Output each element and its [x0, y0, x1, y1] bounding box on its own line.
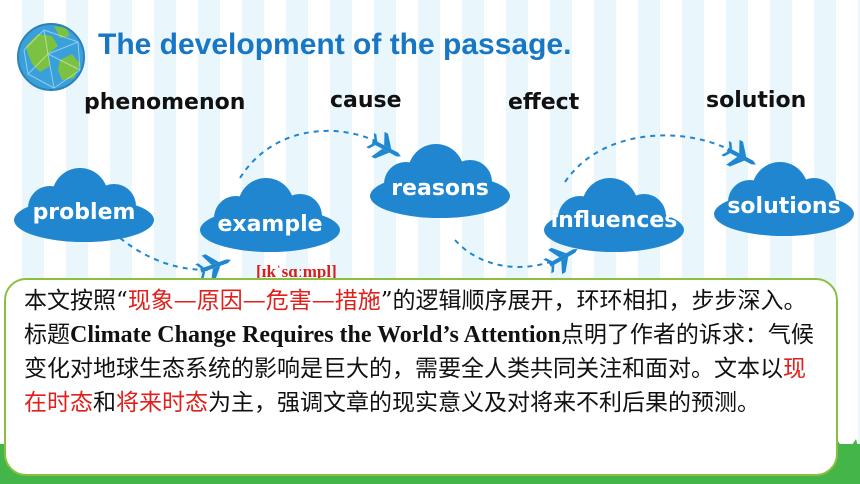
dashed-path	[119, 129, 731, 271]
summary-paragraph: 本文按照“现象—原因—危害—措施”的逻辑顺序展开，环环相扣，步步深入。标题Cli…	[24, 284, 828, 420]
english-title: Climate Change Requires the World’s Atte…	[70, 322, 561, 348]
stage-label-phenomenon: phenomenon	[84, 90, 246, 115]
phonetic-annotation: [ɪkˈsɑːmpl]	[256, 262, 337, 281]
text-segment: ”的逻辑顺序展开，环环相扣，步步深入。标题	[24, 288, 807, 348]
stage-label-solution: solution	[706, 88, 807, 113]
stage-label-effect: effect	[508, 90, 580, 115]
highlight-logic-order: 现象—原因—危害—措施	[127, 288, 381, 314]
cloud-label-influences: influences	[550, 208, 678, 233]
page-title: The development of the passage.	[98, 28, 572, 61]
airplane-icon	[718, 135, 763, 177]
stage-label-cause: cause	[330, 88, 402, 113]
text-segment: 点明了作者的诉求：气候变化对地球生态系统的影响是巨大的，需要全人类共同关注和面对…	[24, 322, 814, 382]
cloud-label-example: example	[217, 212, 323, 237]
globe-icon	[17, 23, 85, 91]
text-segment: 本文按照“	[24, 288, 128, 314]
summary-textbox: 本文按照“现象—原因—危害—措施”的逻辑顺序展开，环环相扣，步步深入。标题Cli…	[4, 278, 838, 476]
highlight-present-tense: 现在时态	[24, 356, 806, 416]
cloud-label-problem: problem	[32, 200, 136, 225]
text-segment: 为主，强调文章的现实意义及对将来不利后果的预测。	[208, 390, 760, 416]
cloud-label-solutions: solutions	[727, 194, 841, 219]
text-segment: 和	[93, 390, 116, 416]
highlight-future-tense: 将来时态	[116, 390, 208, 416]
cloud-label-reasons: reasons	[391, 176, 489, 201]
